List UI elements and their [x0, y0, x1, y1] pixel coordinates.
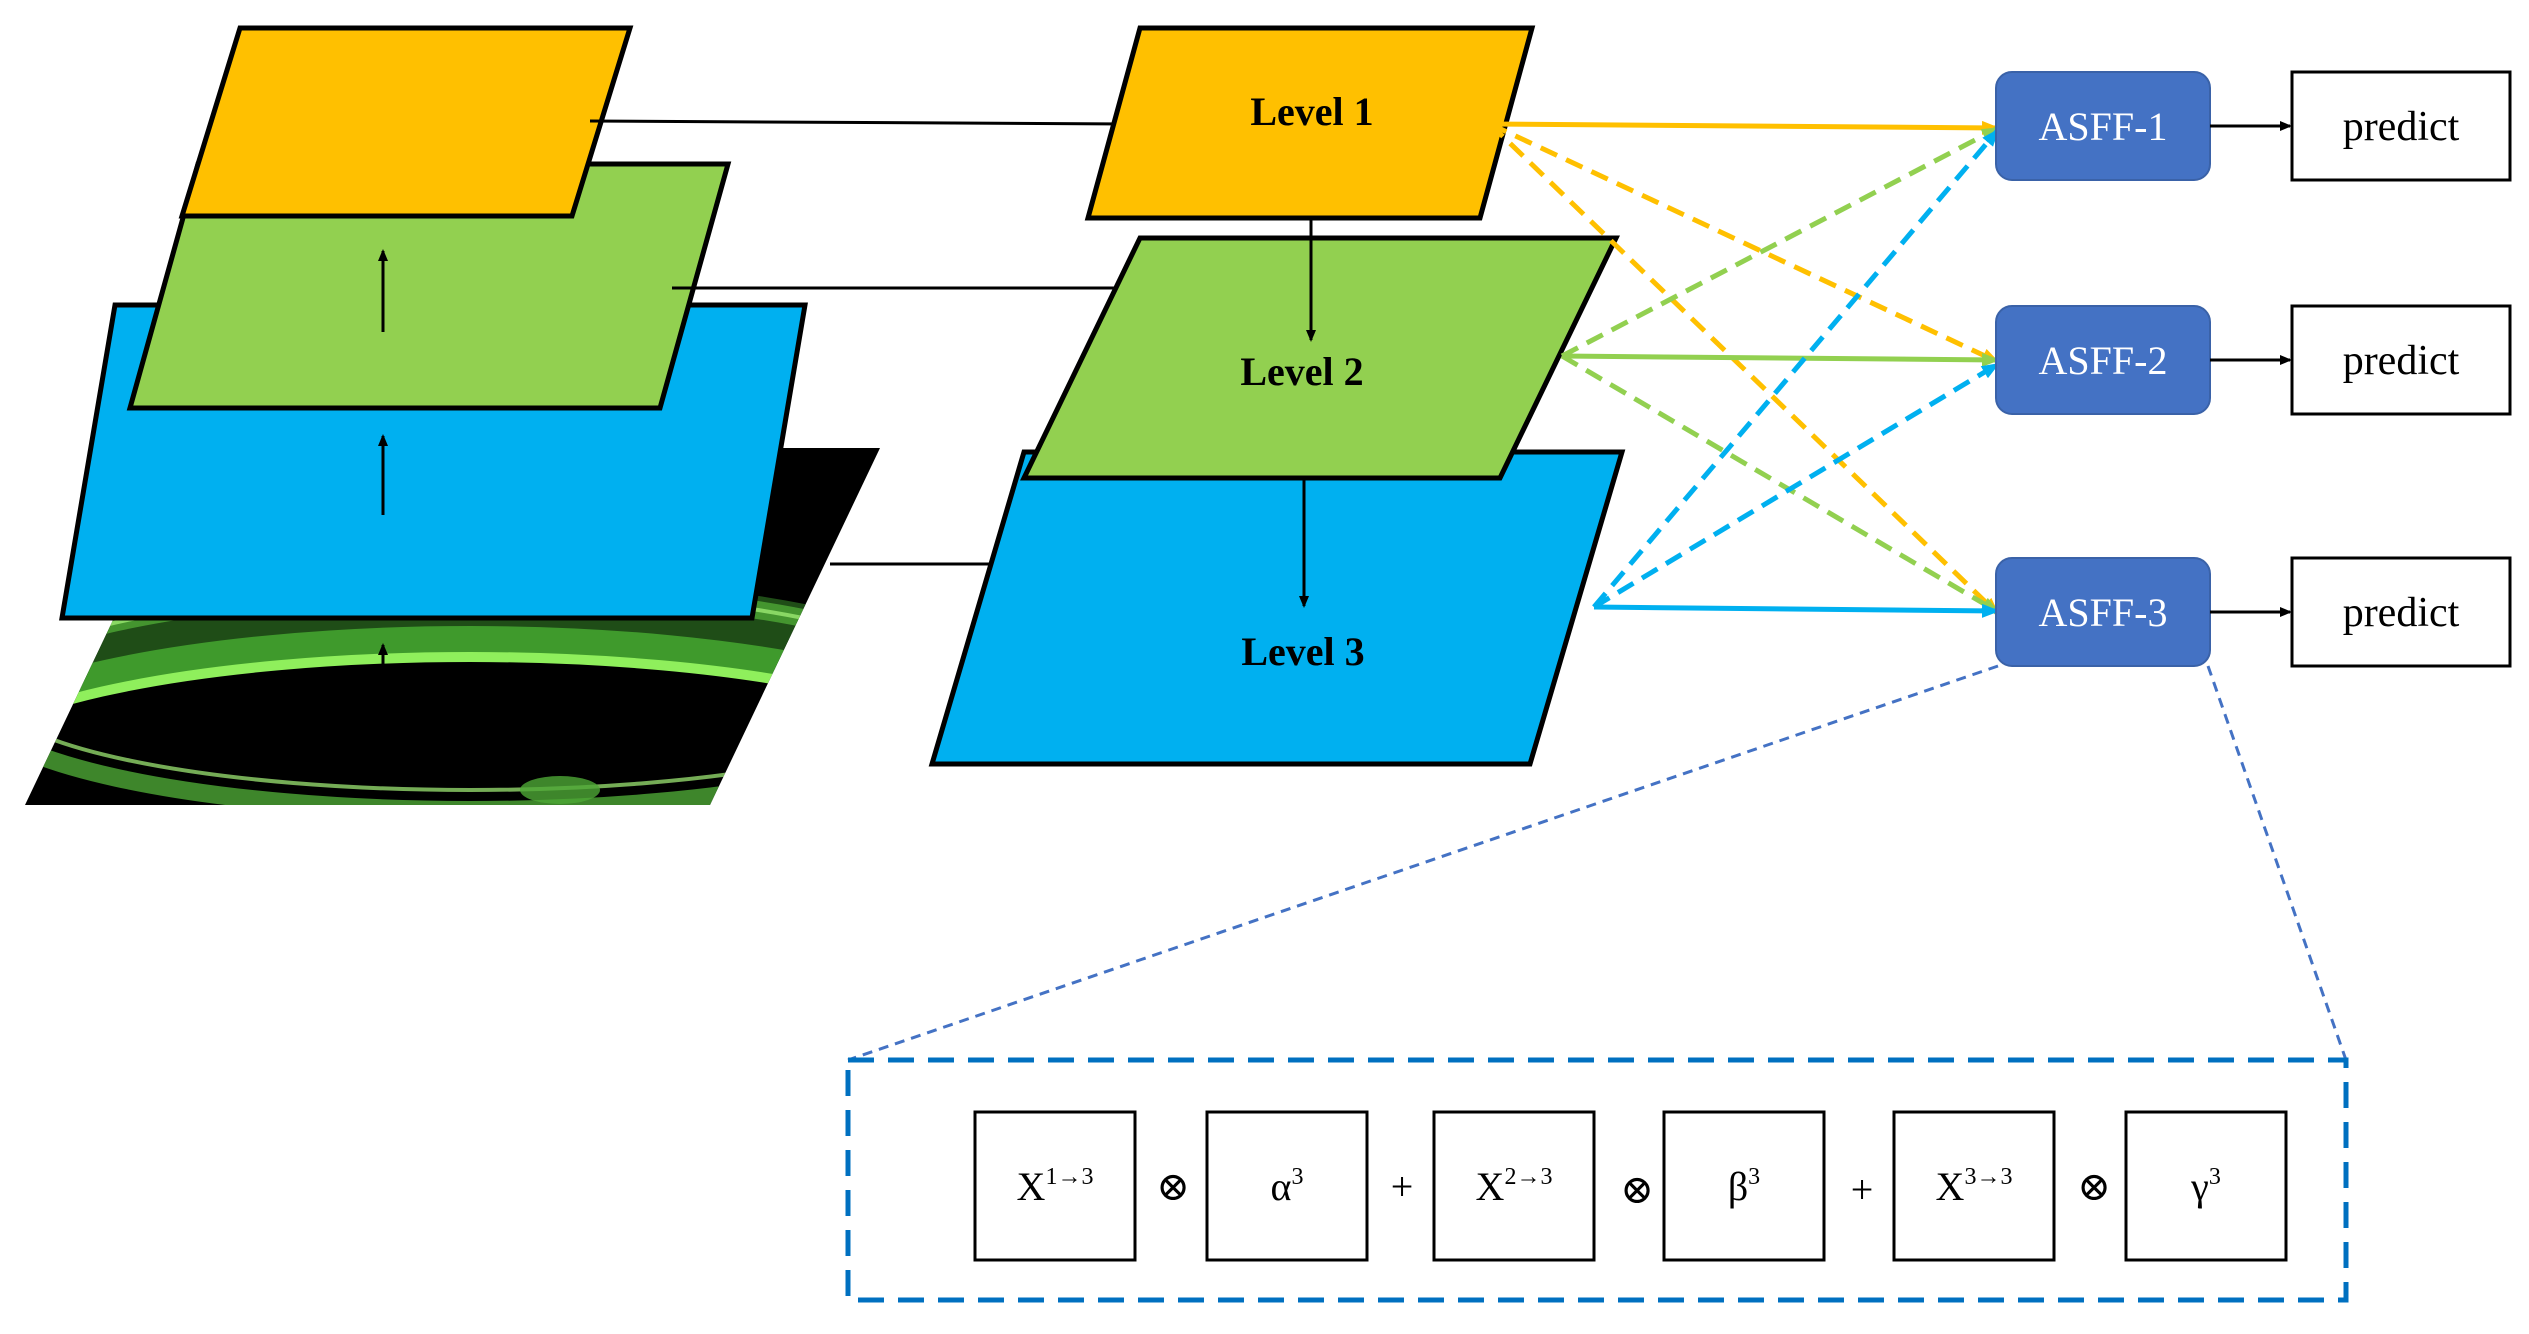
formula-op-2: + — [1391, 1164, 1414, 1209]
svg-text:β3: β3 — [1728, 1164, 1760, 1209]
backbone-layer-1 — [178, 25, 634, 219]
level-3-label: Level 3 — [1241, 629, 1364, 674]
svg-text:X2→3: X2→3 — [1476, 1164, 1553, 1209]
svg-text:α3: α3 — [1271, 1164, 1304, 1209]
asff-1-block[interactable]: ASFF-1 — [1995, 71, 2211, 181]
predict-3-block: predict — [2290, 556, 2512, 668]
formula-term-x2: X2→3 — [1432, 1110, 1596, 1262]
formula-op-3: ⊗ — [1620, 1167, 1654, 1212]
top-down-arrows — [1299, 218, 1316, 608]
svg-text:predict: predict — [2343, 104, 2460, 150]
asff-2-block[interactable]: ASFF-2 — [1995, 305, 2211, 415]
level-2-plane — [1020, 235, 1620, 481]
formula-op-1: ⊗ — [1156, 1164, 1190, 1209]
svg-text:predict: predict — [2343, 590, 2460, 636]
zoom-guide-lines — [847, 664, 2348, 1062]
asff-3-block[interactable]: ASFF-3 — [1995, 557, 2211, 667]
predict-arrows — [2210, 121, 2292, 617]
formula-term-x3: X3→3 — [1892, 1110, 2056, 1262]
svg-text:X3→3: X3→3 — [1936, 1164, 2013, 1209]
svg-text:X1→3: X1→3 — [1017, 1164, 1094, 1209]
svg-text:ASFF-1: ASFF-1 — [2039, 104, 2168, 149]
svg-text:ASFF-3: ASFF-3 — [2039, 590, 2168, 635]
level-1-plane — [1084, 25, 1536, 221]
formula-op-4: + — [1851, 1167, 1874, 1212]
formula-term-x1: X1→3 — [973, 1110, 1137, 1262]
predict-2-block: predict — [2290, 304, 2512, 416]
backbone-layer-2 — [126, 161, 732, 411]
formula-term-beta: β3 — [1662, 1110, 1826, 1262]
formula-term-gamma: γ3 — [2124, 1110, 2288, 1262]
formula-op-5: ⊗ — [2077, 1164, 2111, 1209]
formula-box — [845, 1057, 2349, 1303]
level-3-plane — [928, 449, 1626, 767]
level-1-label: Level 1 — [1250, 89, 1373, 134]
svg-text:γ3: γ3 — [2190, 1164, 2221, 1209]
fusion-connections — [1488, 120, 2000, 618]
level-2-label: Level 2 — [1240, 349, 1363, 394]
svg-text:ASFF-2: ASFF-2 — [2039, 338, 2168, 383]
formula-term-alpha: α3 — [1205, 1110, 1369, 1262]
svg-text:predict: predict — [2343, 338, 2460, 384]
predict-1-block: predict — [2290, 70, 2512, 182]
